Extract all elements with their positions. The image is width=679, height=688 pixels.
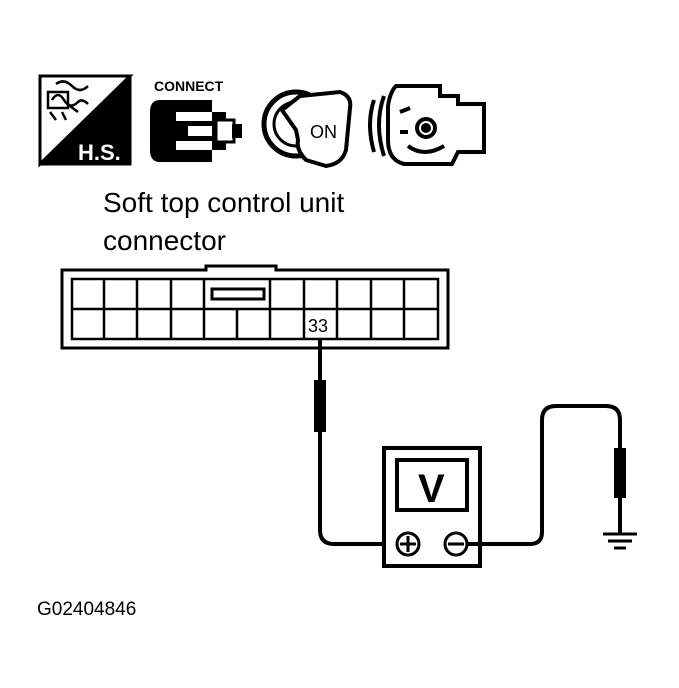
- connector-body: [60, 264, 450, 350]
- connector-title-line2: connector: [103, 225, 226, 256]
- harness-service-icon: H.S.: [38, 74, 134, 168]
- terminal-33-label: 33: [308, 316, 328, 336]
- connector-lock-tab: [210, 287, 266, 301]
- ignition-on-label: ON: [310, 122, 337, 142]
- connect-label: CONNECT: [154, 78, 224, 94]
- wire-harness-icon: [46, 80, 89, 121]
- connector-cavities: [102, 279, 406, 339]
- harness-label: H.S.: [78, 140, 121, 165]
- positive-probe-lead: [314, 340, 392, 546]
- figure-id: G02404846: [37, 599, 136, 620]
- voltmeter-display: [395, 458, 469, 512]
- voltmeter: V: [382, 446, 482, 568]
- engine-running-icon: [368, 84, 486, 166]
- ignition-key-icon: ON: [261, 89, 353, 169]
- connect-icon: CONNECT: [150, 78, 242, 162]
- voltmeter-mode-label: V: [418, 467, 445, 511]
- negative-terminal-icon: [443, 531, 469, 557]
- positive-terminal-icon: [395, 531, 421, 557]
- connector-title-line1: Soft top control unit: [103, 187, 344, 218]
- ground-probe-lead: [467, 404, 626, 546]
- ground-icon: [603, 532, 637, 550]
